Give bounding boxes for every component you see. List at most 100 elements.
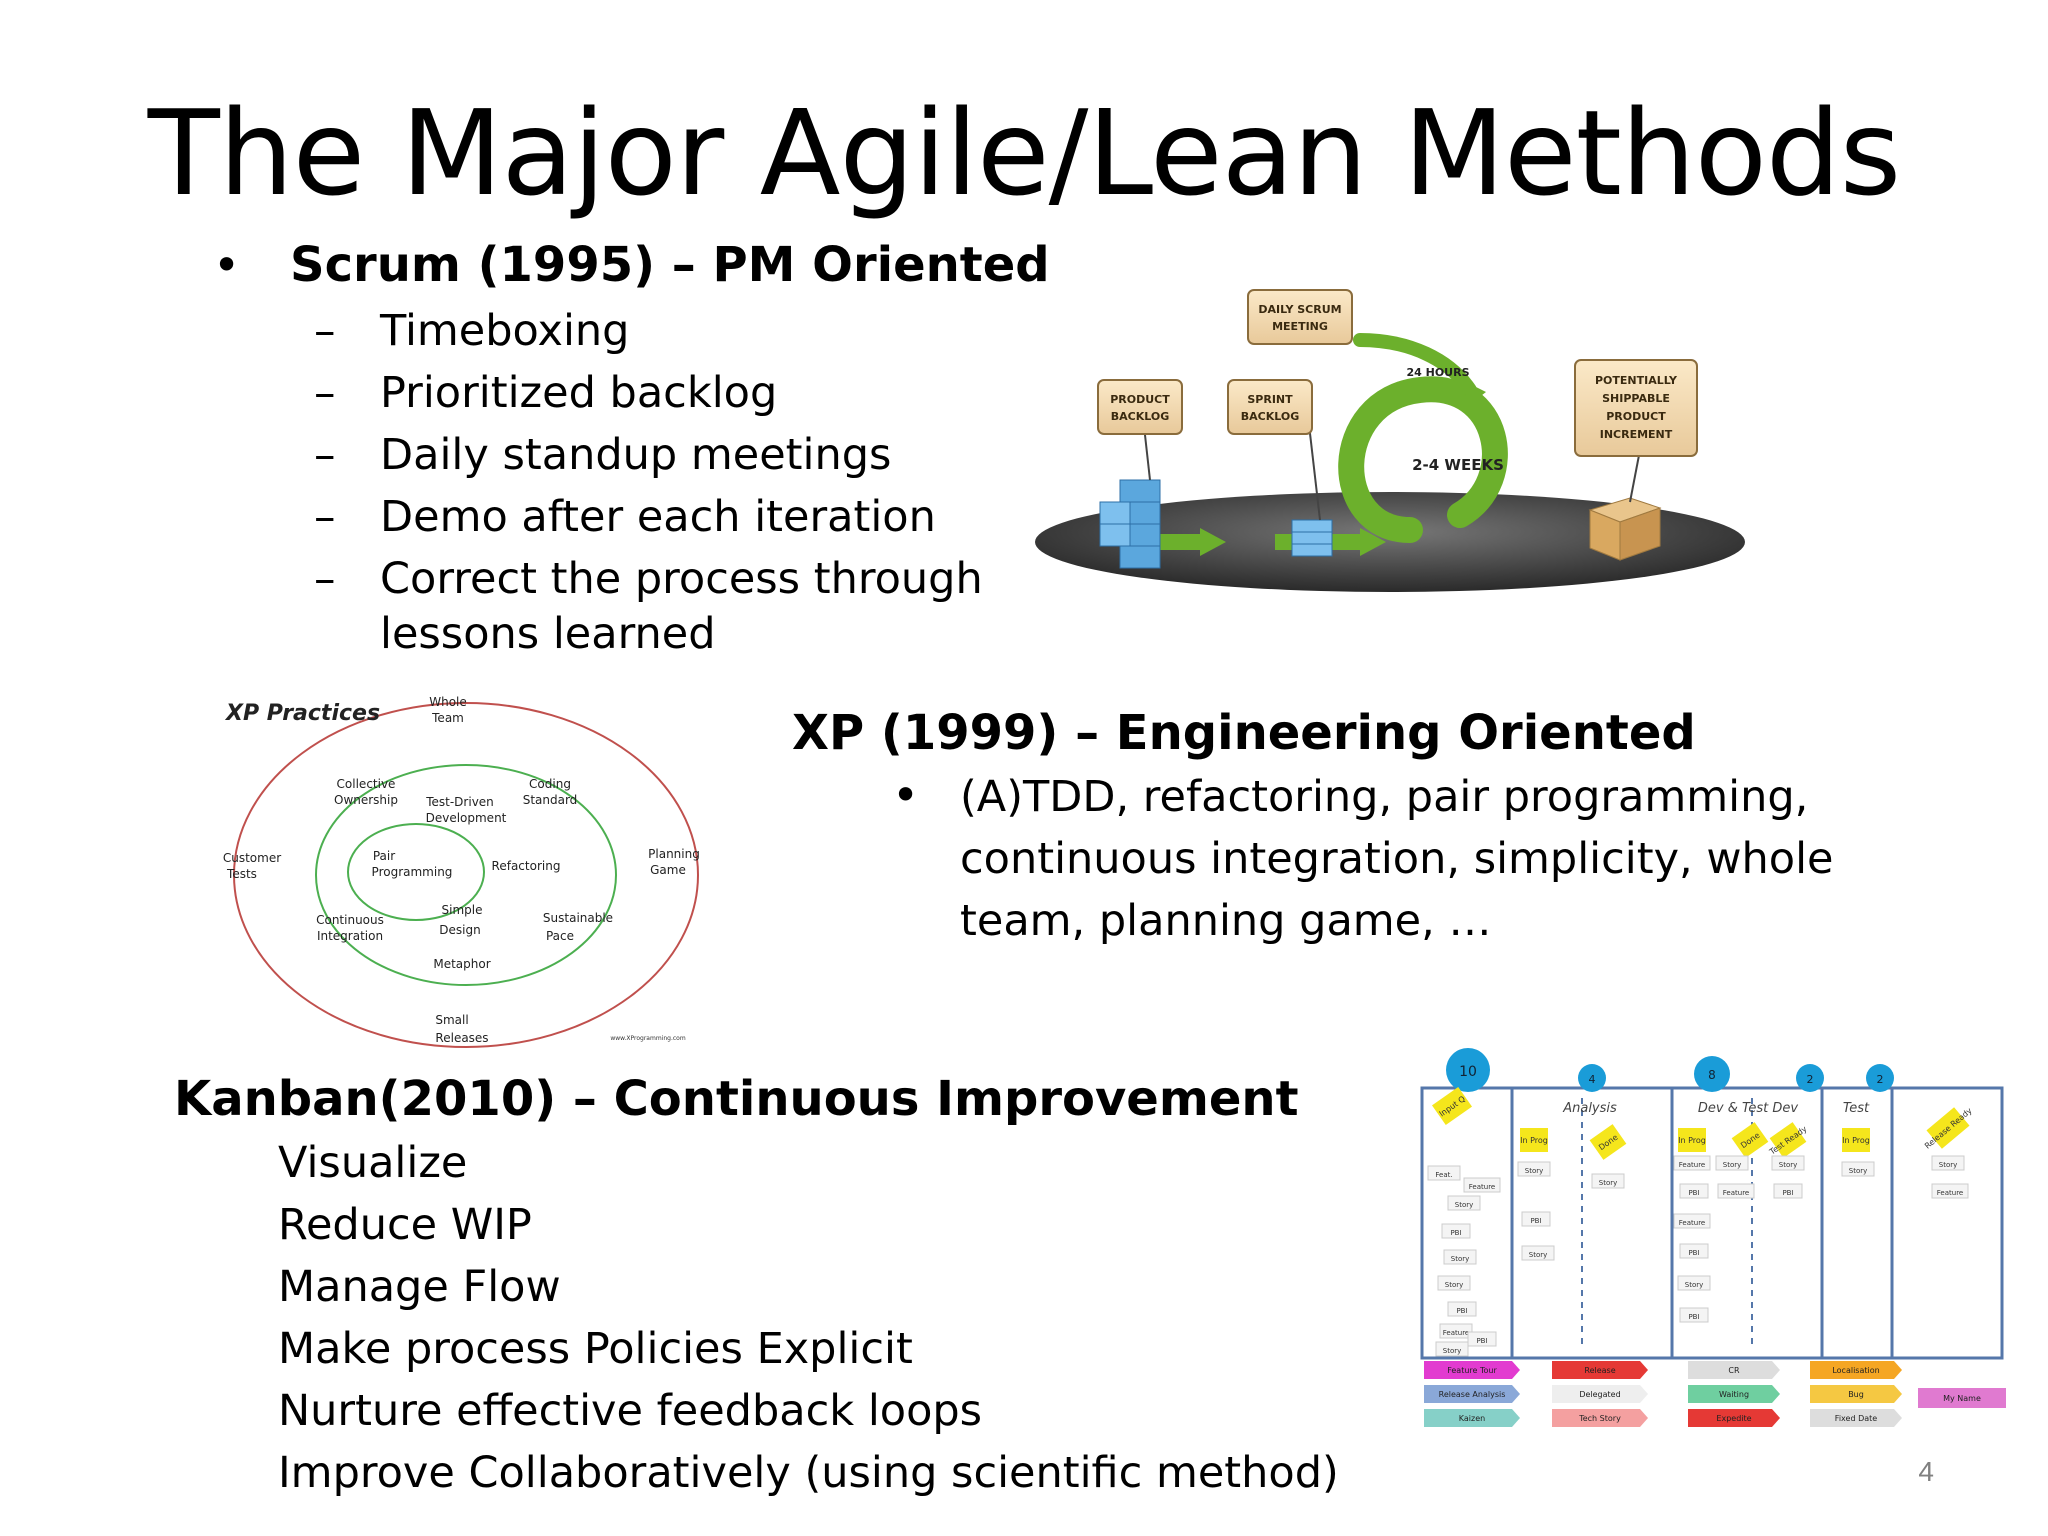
xp-label: Standard <box>523 793 578 807</box>
svg-text:DAILY SCRUM: DAILY SCRUM <box>1258 303 1341 316</box>
scrum-process-diagram: DAILY SCRUM MEETING PRODUCT BACKLOG SPRI… <box>1035 289 1745 592</box>
xp-label: Sustainable <box>543 911 613 925</box>
increment-label: POTENTIALLY SHIPPABLE PRODUCT INCREMENT <box>1574 359 1698 457</box>
kanban-card: PBI <box>1456 1307 1467 1315</box>
kanban-card: Story <box>1723 1161 1742 1169</box>
kanban-card: Story <box>1445 1281 1464 1289</box>
xp-label: Coding <box>529 777 571 791</box>
legend-tag: Release <box>1584 1366 1615 1375</box>
legend-tag: CR <box>1728 1366 1740 1375</box>
xp-label: Metaphor <box>433 957 490 971</box>
legend-tag: Delegated <box>1579 1390 1620 1399</box>
xp-label: Releases <box>435 1031 488 1045</box>
list-item: Manage Flow <box>278 1262 561 1312</box>
xp-label: Refactoring <box>492 859 561 873</box>
list-item: Nurture effective feedback loops <box>278 1386 983 1436</box>
xp-label: Planning <box>648 847 700 861</box>
xp-line: team, planning game, … <box>960 896 1492 946</box>
kanban-card: Story <box>1599 1179 1618 1187</box>
xp-label: Whole <box>429 695 467 709</box>
kanban-card: Story <box>1779 1161 1798 1169</box>
svg-text:2: 2 <box>1807 1073 1814 1086</box>
svg-text:SHIPPABLE: SHIPPABLE <box>1602 392 1670 405</box>
xp-label: Ownership <box>334 793 398 807</box>
list-item: Make process Policies Explicit <box>278 1324 913 1374</box>
flow-arrow-head <box>1360 528 1386 556</box>
legend-tag: Fixed Date <box>1835 1414 1877 1423</box>
kanban-card: Feature <box>1679 1219 1705 1227</box>
xp-label: Development <box>426 811 507 825</box>
column-header: Test <box>1843 1101 1870 1116</box>
wip-limits: 10 4 8 2 2 <box>1446 1048 1894 1092</box>
legend-tag: Feature Tour <box>1447 1366 1497 1375</box>
kanban-card: Story <box>1529 1251 1548 1259</box>
svg-text:PRODUCT: PRODUCT <box>1110 393 1170 406</box>
board-frame <box>1420 1086 2004 1360</box>
kanban-card: Feature <box>1937 1189 1963 1197</box>
kanban-card: PBI <box>1688 1249 1699 1257</box>
svg-text:10: 10 <box>1459 1064 1477 1080</box>
xp-label: Team <box>431 711 464 725</box>
xp-outer-ring <box>233 702 699 1048</box>
hours-label: 24 HOURS <box>1406 366 1469 379</box>
kanban-card: Story <box>1525 1167 1544 1175</box>
kanban-card: Feature <box>1469 1183 1495 1191</box>
xp-label: Tests <box>226 867 257 881</box>
column-header: Dev & Test Dev <box>1698 1101 1798 1116</box>
list-item: Demo after each iteration <box>314 486 1014 548</box>
legend-tag: Release Analysis <box>1439 1390 1506 1399</box>
list-item: Timeboxing <box>314 300 1014 362</box>
kanban-card: Feature <box>1443 1329 1469 1337</box>
svg-text:INCREMENT: INCREMENT <box>1600 428 1673 441</box>
xp-heading: XP (1999) – Engineering Oriented <box>792 705 1696 761</box>
kanban-card: Feat. <box>1435 1171 1452 1179</box>
xp-label: Programming <box>372 865 453 879</box>
xp-source: www.XProgramming.com <box>610 1035 686 1042</box>
kanban-card: Story <box>1685 1281 1704 1289</box>
flow-arrow-head <box>1200 528 1226 556</box>
kanban-board: 10 4 8 2 2 Analysis Dev & Test Dev Test … <box>1420 1048 2006 1427</box>
page-number: 4 <box>1918 1456 1934 1487</box>
xp-description: (A)TDD, refactoring, pair programming, c… <box>960 766 1860 952</box>
xp-label: Game <box>650 863 686 877</box>
svg-text:8: 8 <box>1708 1068 1716 1082</box>
xp-label: Simple <box>442 903 483 917</box>
product-backlog-stack <box>1099 479 1161 569</box>
xp-inner-ring <box>347 823 485 921</box>
kanban-card: Feature <box>1723 1189 1749 1197</box>
sprint-cycle-loop <box>1338 376 1508 543</box>
xp-bullet: • <box>892 768 920 822</box>
xp-label: Collective <box>337 777 396 791</box>
xp-line: continuous integration, simplicity, whol… <box>960 834 1834 884</box>
column-header: Analysis <box>1562 1101 1617 1116</box>
legend-tag: Kaizen <box>1459 1414 1485 1423</box>
xp-label: Pair <box>373 849 395 863</box>
kanban-heading: Kanban(2010) – Continuous Improvement <box>174 1071 1299 1127</box>
kanban-list: Visualize Reduce WIP Manage Flow Make pr… <box>278 1132 1428 1504</box>
kanban-card: PBI <box>1530 1217 1541 1225</box>
xp-label: Pace <box>546 929 574 943</box>
xp-label: Customer <box>223 851 281 865</box>
sprint-backlog-label: SPRINT BACKLOG <box>1227 379 1313 435</box>
legend-tag: Expedite <box>1716 1414 1751 1423</box>
xp-label: Continuous <box>316 913 384 927</box>
legend-tag: Waiting <box>1719 1390 1749 1399</box>
slide-title: The Major Agile/Lean Methods <box>147 84 1902 222</box>
svg-text:4: 4 <box>1589 1073 1596 1086</box>
weeks-label: 2-4 WEEKS <box>1412 456 1504 474</box>
sticky-note: In Prog <box>1678 1136 1706 1145</box>
xp-label: Design <box>439 923 480 937</box>
xp-middle-ring <box>315 764 617 986</box>
kanban-card: Story <box>1455 1201 1474 1209</box>
legend-tag: My Name <box>1943 1394 1981 1403</box>
kanban-card: Story <box>1443 1347 1462 1355</box>
kanban-card: PBI <box>1688 1189 1699 1197</box>
svg-text:2: 2 <box>1877 1073 1884 1086</box>
list-item: Daily standup meetings <box>314 424 1014 486</box>
legend-tag: Localisation <box>1832 1366 1879 1375</box>
svg-text:BACKLOG: BACKLOG <box>1111 410 1170 423</box>
kanban-card: PBI <box>1476 1337 1487 1345</box>
svg-text:SPRINT: SPRINT <box>1247 393 1293 406</box>
xp-diagram-title: XP Practices <box>224 701 380 726</box>
